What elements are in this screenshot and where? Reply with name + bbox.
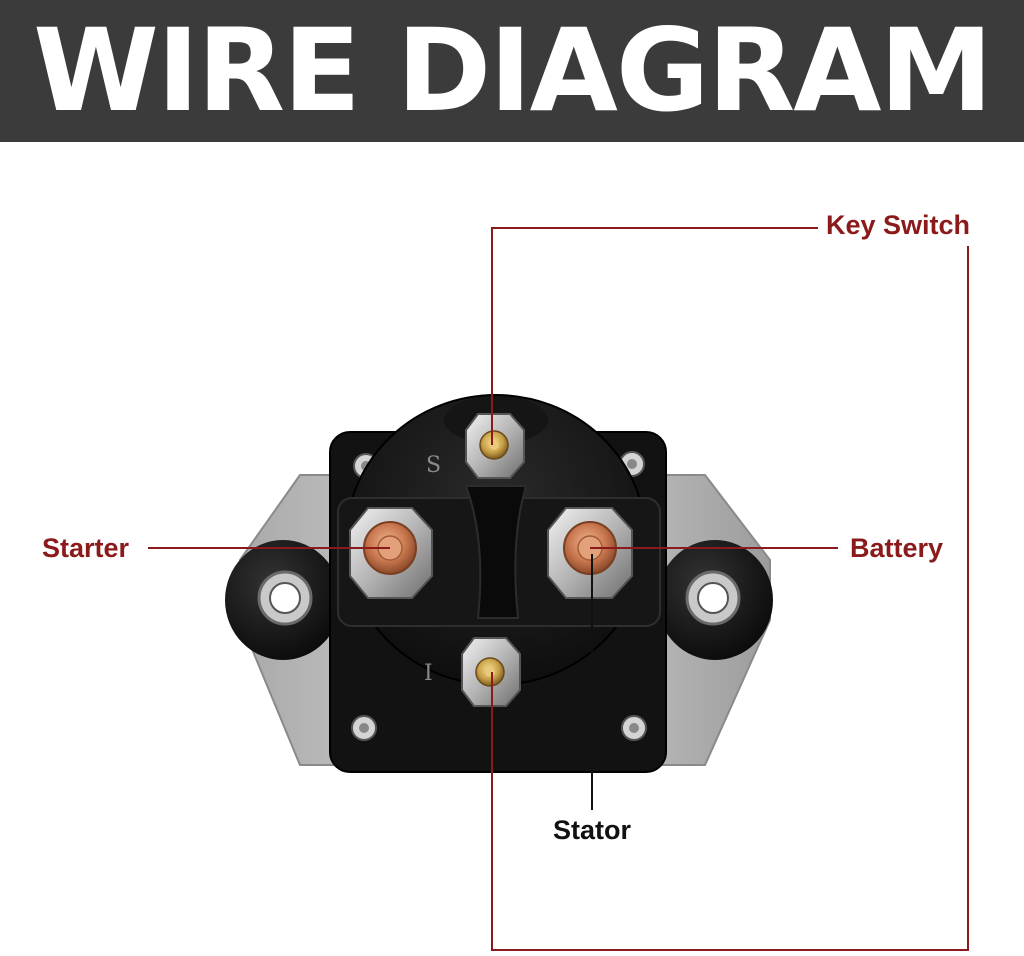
leader-lines xyxy=(148,227,969,951)
terminal-mark-s: S xyxy=(426,453,441,478)
terminal-s xyxy=(465,413,525,479)
terminal-battery xyxy=(547,507,633,599)
header-band: WIRE DIAGRAM xyxy=(0,0,1024,142)
label-key-switch: Key Switch xyxy=(826,210,971,240)
key-switch-loop xyxy=(491,246,969,951)
left-mounting-ear xyxy=(225,540,341,660)
label-stator: Stator xyxy=(553,815,632,845)
key-switch-leader xyxy=(491,227,818,445)
label-starter: Starter xyxy=(42,533,130,563)
center-insulator xyxy=(464,485,528,619)
right-mounting-ear xyxy=(657,540,773,660)
label-battery: Battery xyxy=(850,533,944,563)
terminal-starter xyxy=(349,507,433,599)
page-title: WIRE DIAGRAM xyxy=(33,4,993,137)
solenoid-illustration: S I xyxy=(225,394,773,773)
terminal-mark-i: I xyxy=(424,661,433,686)
